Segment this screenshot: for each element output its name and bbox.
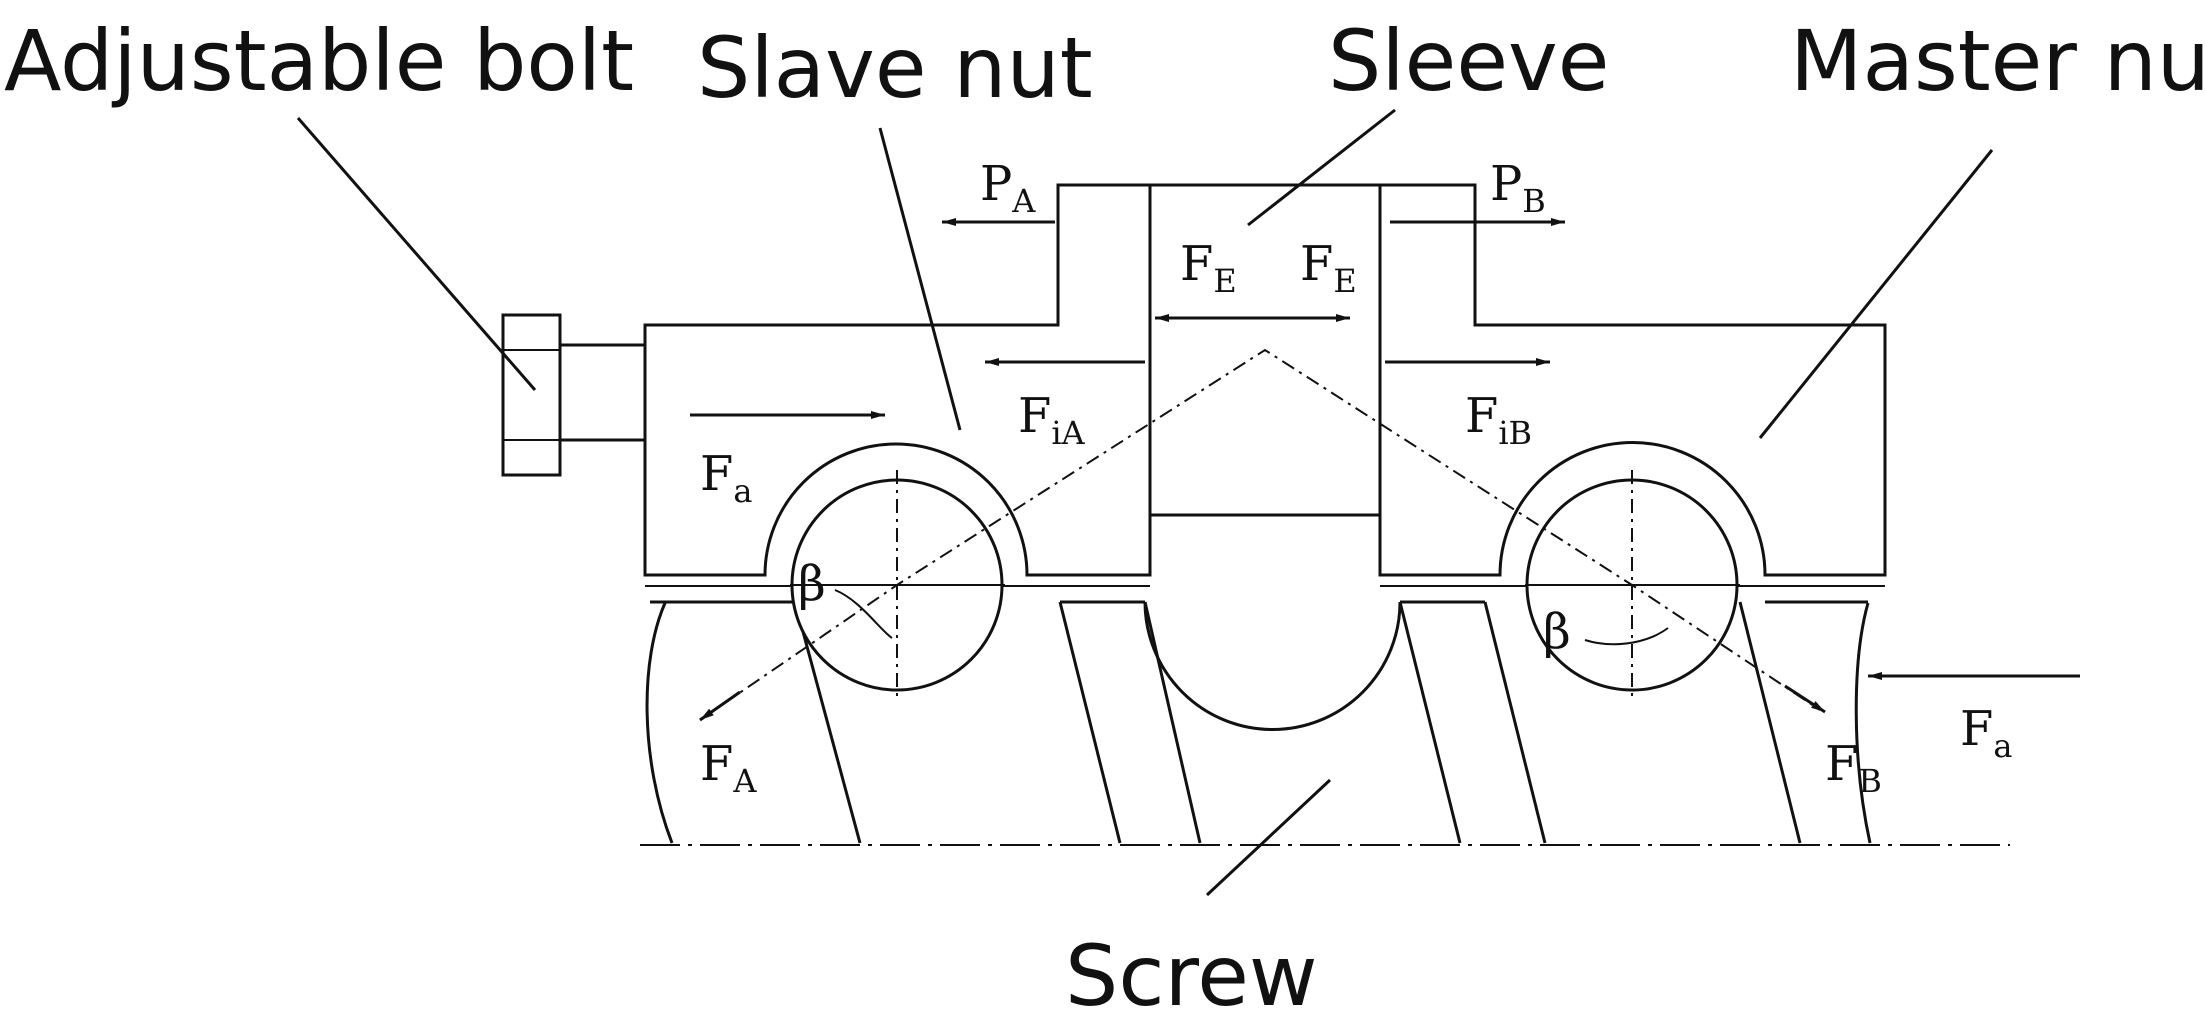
bolt-shank [558, 343, 647, 442]
label-adjustable-bolt: Adjustable bolt [4, 12, 634, 110]
symbol-pa: PA [980, 156, 1036, 220]
slave-nut-body [643, 183, 1152, 577]
master-nut-body [1378, 183, 1887, 577]
symbol-pb: PB [1490, 156, 1546, 220]
thread-flank-6 [1738, 601, 1802, 844]
screw-left-edge [645, 602, 674, 844]
leader-master-nut [1758, 149, 1994, 439]
f-a-arrow [699, 690, 741, 722]
thread-flank-4 [1398, 601, 1462, 844]
symbol-fe-right: FE [1300, 236, 1357, 300]
label-slave-nut: Slave nut [697, 19, 1093, 117]
leader-screw [1205, 778, 1332, 897]
symbol-fib: FiB [1465, 388, 1532, 452]
beta-arc-right [1584, 627, 1669, 646]
symbol-beta-left: β [798, 556, 826, 612]
thread-flank-1 [793, 601, 862, 844]
bolt-head [501, 313, 562, 477]
symbol-fe-left: FE [1180, 236, 1237, 300]
symbol-beta-right: β [1543, 604, 1571, 660]
thread-flank-2 [1058, 601, 1122, 844]
beta-arc-left [834, 589, 893, 639]
symbol-f-b: FB [1825, 736, 1882, 800]
leader-slave-nut [878, 127, 962, 431]
screw-shaft [640, 600, 2010, 846]
symbol-f-a: FA [700, 736, 757, 800]
leader-adjustable-bolt [296, 117, 537, 391]
symbol-fia: FiA [1018, 388, 1086, 452]
symbol-fa-right: Fa [1960, 701, 2012, 765]
contact-load-line [699, 348, 1821, 721]
thread-flank-3 [1143, 601, 1202, 844]
label-sleeve: Sleeve [1328, 12, 1609, 110]
symbol-fa-left: Fa [700, 446, 752, 510]
thread-flank-5 [1483, 601, 1547, 844]
f-b-arrow [1784, 684, 1826, 714]
adjustable-bolt [501, 313, 647, 477]
screw-right-edge [1854, 602, 1872, 844]
label-master-nut: Master nut [1790, 12, 2205, 110]
label-screw: Screw [1065, 927, 1318, 1025]
screw-groove-empty [1143, 601, 1402, 731]
leader-sleeve [1247, 108, 1396, 227]
